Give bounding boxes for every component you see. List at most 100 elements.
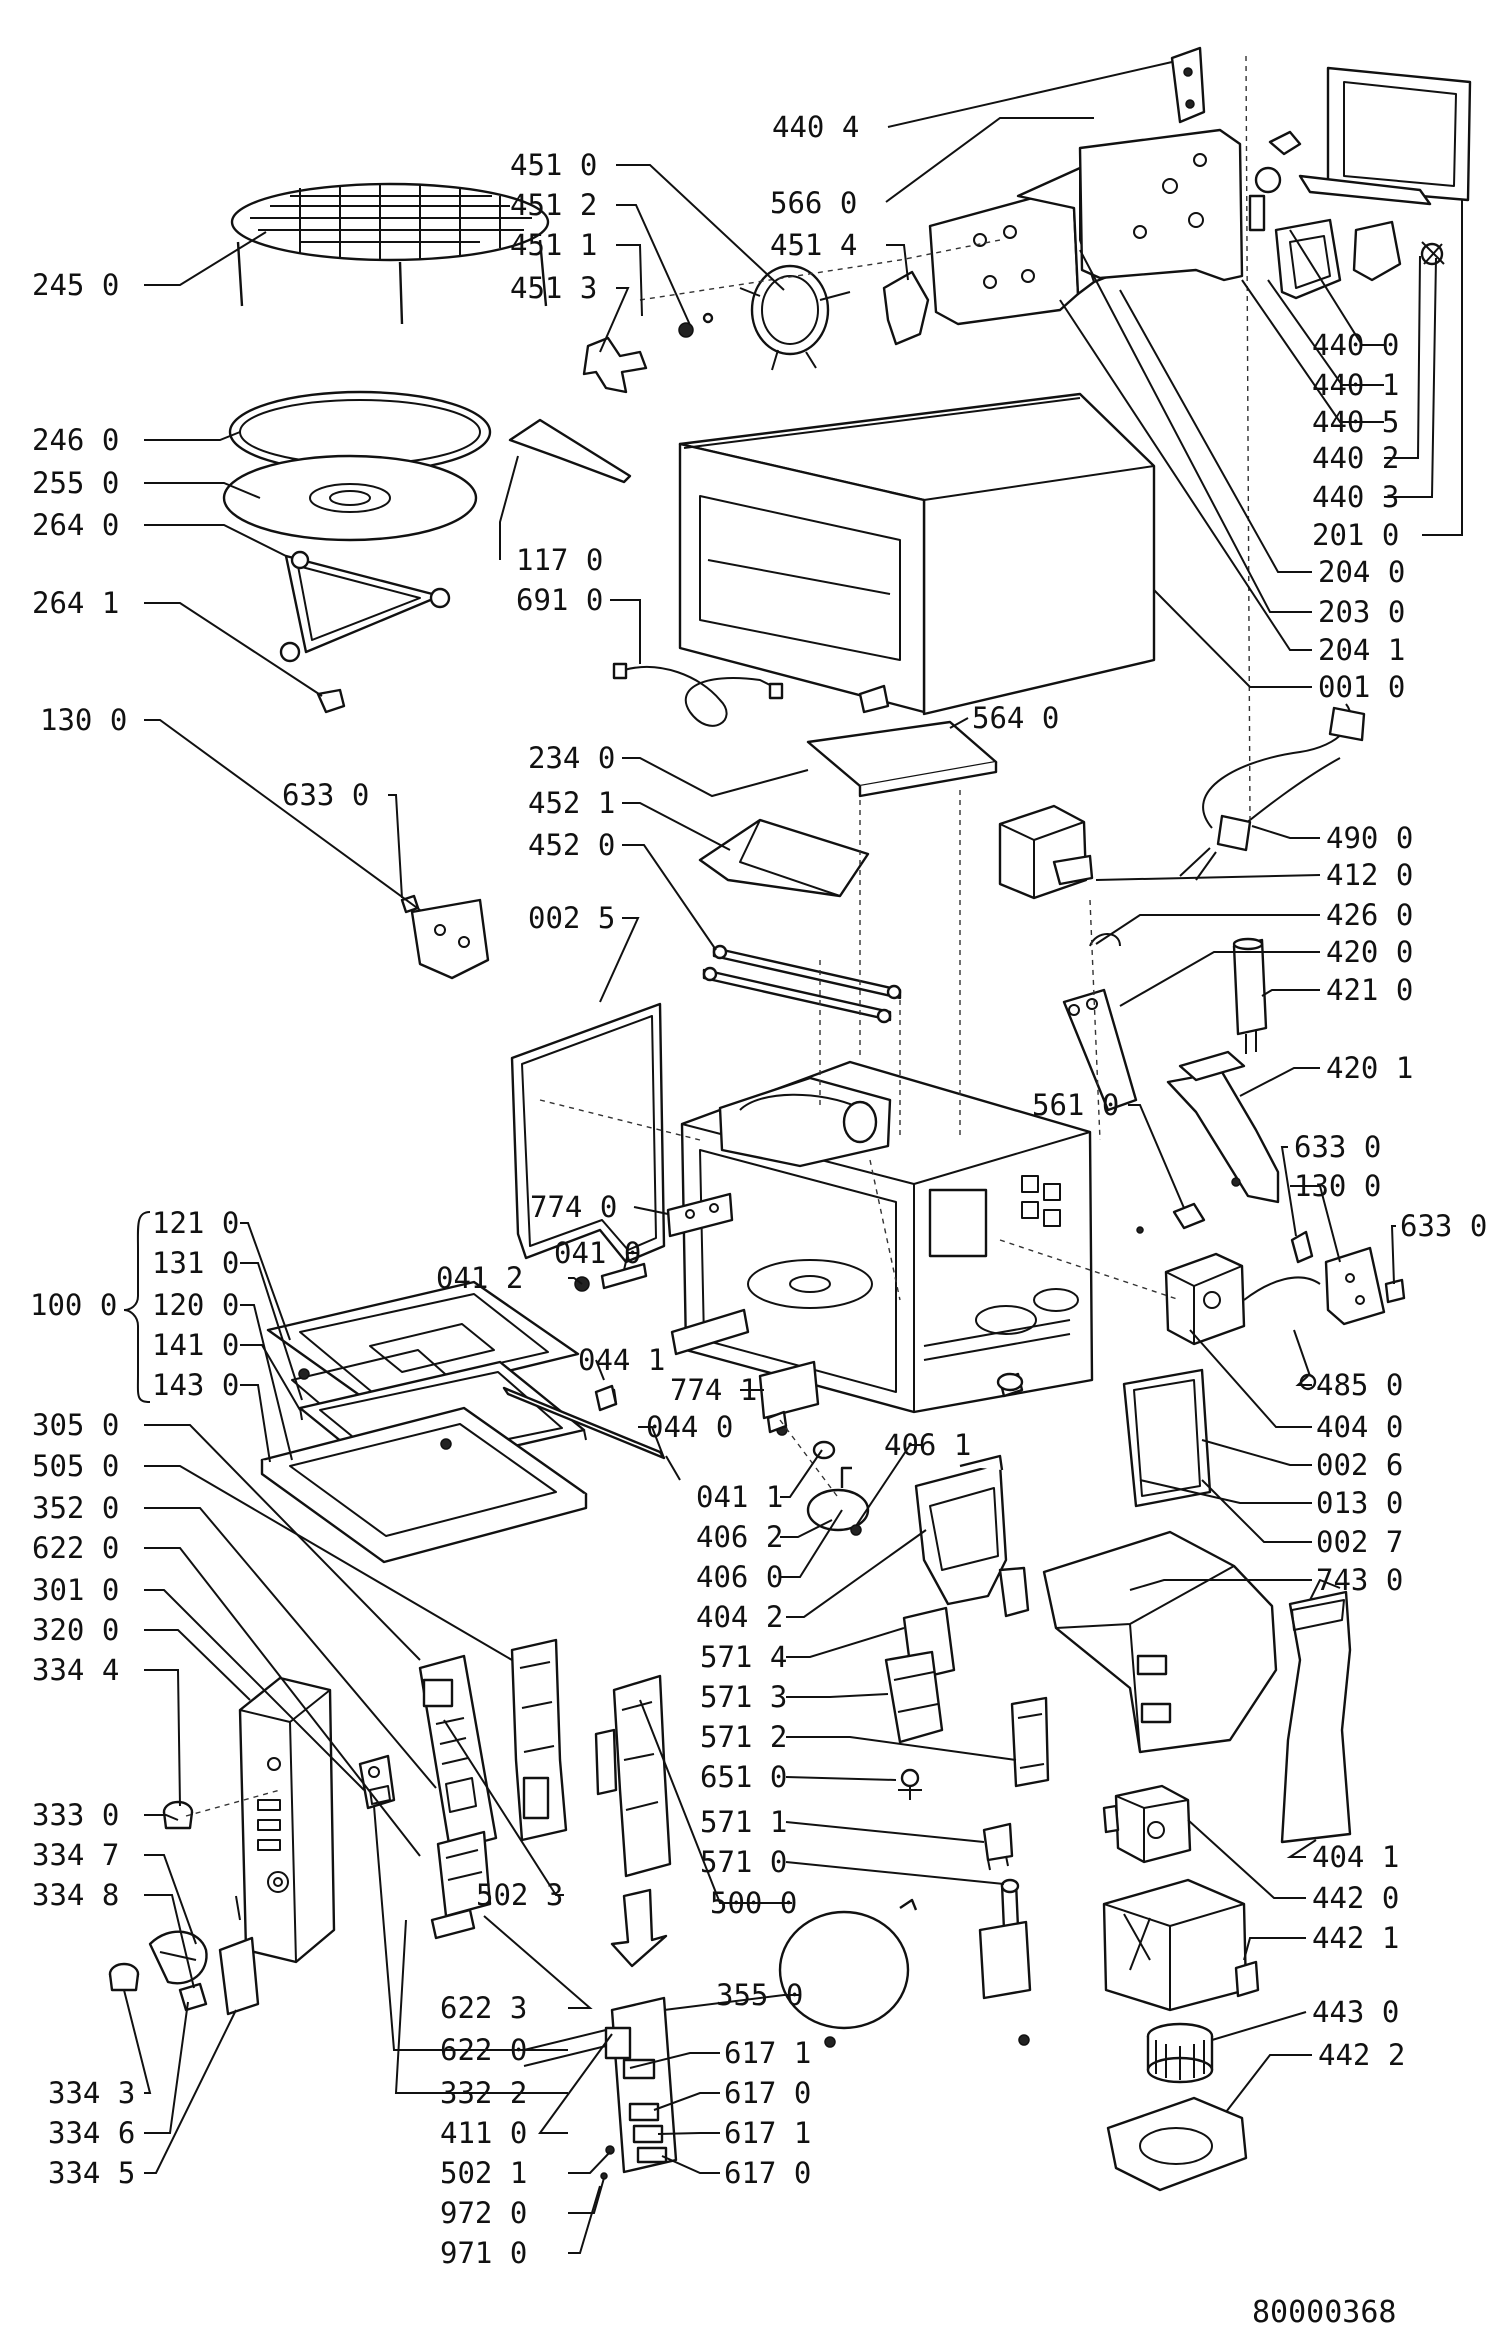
callout-571-0: 571 0 [700, 1845, 787, 1879]
side-plate-404-1-drawing [1280, 1579, 1352, 1844]
callout-141-0: 141 0 [152, 1328, 239, 1362]
callout-203-0: 203 0 [1318, 595, 1405, 629]
switch-parts-571-drawing [884, 1606, 1050, 1871]
assembly-guide-lines [185, 55, 1251, 1817]
callout-633-0: 633 0 [282, 778, 369, 812]
callout-440-1: 440 1 [1312, 368, 1399, 402]
callout-406-1: 406 1 [884, 1428, 971, 1462]
callout-561-0: 561 0 [1032, 1088, 1119, 1122]
callout-485-0: 485 0 [1316, 1368, 1403, 1402]
callout-320-0: 320 0 [32, 1613, 119, 1647]
callout-617-0: 617 0 [724, 2076, 811, 2110]
callout-002-7: 002 7 [1316, 1525, 1403, 1559]
impeller-443-drawing [1146, 2022, 1214, 2084]
callout-352-0: 352 0 [32, 1491, 119, 1525]
callout-334-8: 334 8 [32, 1878, 119, 1912]
callout-204-1: 204 1 [1318, 633, 1405, 667]
callout-440-0: 440 0 [1312, 328, 1399, 362]
heater-tubes-drawing [702, 944, 902, 1024]
rear-plate-drawing [928, 194, 1080, 326]
callout-246-0: 246 0 [32, 423, 119, 457]
callout-500-0: 500 0 [710, 1886, 797, 1920]
mounting-plate-drawing [1078, 128, 1244, 282]
callout-571-3: 571 3 [700, 1680, 787, 1714]
callout-404-2: 404 2 [696, 1600, 783, 1634]
callout-120-0: 120 0 [152, 1288, 239, 1322]
callout-013-0: 013 0 [1316, 1486, 1403, 1520]
callout-264-1: 264 1 [32, 586, 119, 620]
outer-case-drawing [678, 392, 1156, 716]
callout-440-2: 440 2 [1312, 441, 1399, 475]
fastener-561-drawing [1136, 1177, 1241, 1234]
callout-334-6: 334 6 [48, 2116, 135, 2150]
callout-617-1-b: 617 1 [724, 2116, 811, 2150]
lamp-holder-drawing [1170, 46, 1472, 300]
pcb-505-drawing [510, 1638, 568, 1842]
callout-002-6: 002 6 [1316, 1448, 1403, 1482]
callout-452-0: 452 0 [528, 828, 615, 862]
callout-651-0: 651 0 [700, 1760, 787, 1794]
roller-support-drawing [279, 550, 451, 663]
oven-cavity-drawing [680, 1060, 1094, 1414]
callout-404-1: 404 1 [1312, 1840, 1399, 1874]
callout-502-1: 502 1 [440, 2156, 527, 2190]
callout-411-0: 411 0 [440, 2116, 527, 2150]
callout-774-0: 774 0 [530, 1190, 617, 1224]
callout-044-1: 044 1 [578, 1343, 665, 1377]
callout-426-0: 426 0 [1326, 898, 1413, 932]
callout-117-0: 117 0 [516, 543, 603, 577]
callout-571-4: 571 4 [700, 1640, 787, 1674]
callout-334-7: 334 7 [32, 1838, 119, 1872]
interlock-right-drawing [1290, 1230, 1406, 1326]
callout-044-0: 044 0 [646, 1410, 733, 1444]
callout-440-3: 440 3 [1312, 480, 1399, 514]
callout-421-0: 421 0 [1326, 973, 1413, 1007]
pcb-352-drawing [418, 1654, 498, 1852]
air-duct-drawing [1042, 1530, 1278, 1754]
callout-404-0: 404 0 [1316, 1410, 1403, 1444]
mica-cover-drawing [778, 1898, 918, 2048]
bracket-420-1-drawing [1166, 1050, 1280, 1204]
callout-571-1: 571 1 [700, 1805, 787, 1839]
callout-420-1: 420 1 [1326, 1051, 1413, 1085]
pcb-355-drawing [523, 1996, 678, 2180]
callout-334-4: 334 4 [32, 1653, 119, 1687]
stirrer-arm-drawing [508, 418, 632, 484]
callout-451-4: 451 4 [770, 228, 857, 262]
callout-774-1: 774 1 [670, 1373, 757, 1407]
callout-131-0: 131 0 [152, 1246, 239, 1280]
callout-571-2: 571 2 [700, 1720, 787, 1754]
callout-334-5: 334 5 [48, 2156, 135, 2190]
fan-housing-404-2-drawing [914, 1454, 1030, 1618]
fan-motor-442-1-drawing [1102, 1878, 1260, 2012]
magnetron-drawing [1164, 1252, 1321, 1391]
callout-617-0-b: 617 0 [724, 2156, 811, 2190]
callout-355-0: 355 0 [716, 1978, 803, 2012]
callout-442-0: 442 0 [1312, 1881, 1399, 1915]
callout-264-0: 264 0 [32, 508, 119, 542]
coupler-drawing [316, 688, 346, 714]
door-assembly-drawing [260, 1280, 681, 1564]
callout-204-0: 204 0 [1318, 555, 1405, 589]
callout-622-3: 622 3 [440, 1991, 527, 2025]
callout-041-1: 041 1 [696, 1480, 783, 1514]
callout-502-3: 502 3 [476, 1878, 563, 1912]
callout-442-1: 442 1 [1312, 1921, 1399, 1955]
callout-245-0: 245 0 [32, 268, 119, 302]
callout-255-0: 255 0 [32, 466, 119, 500]
bracket-451-4-drawing [882, 270, 930, 346]
callout-143-0: 143 0 [152, 1368, 239, 1402]
callout-622-0-b: 622 0 [440, 2033, 527, 2067]
callout-452-1: 452 1 [528, 786, 615, 820]
control-panel-drawing [238, 1676, 336, 1964]
callout-972-0: 972 0 [440, 2196, 527, 2230]
callout-305-0: 305 0 [32, 1408, 119, 1442]
callout-406-2: 406 2 [696, 1520, 783, 1554]
door-group-brace [123, 1211, 151, 1403]
thermostat-571-0-drawing [978, 1878, 1032, 2046]
glass-tray-drawing [222, 454, 478, 542]
wire-rack-drawing [230, 182, 550, 325]
callout-041-0: 041 0 [554, 1236, 641, 1270]
part-drawings [108, 46, 1472, 2192]
